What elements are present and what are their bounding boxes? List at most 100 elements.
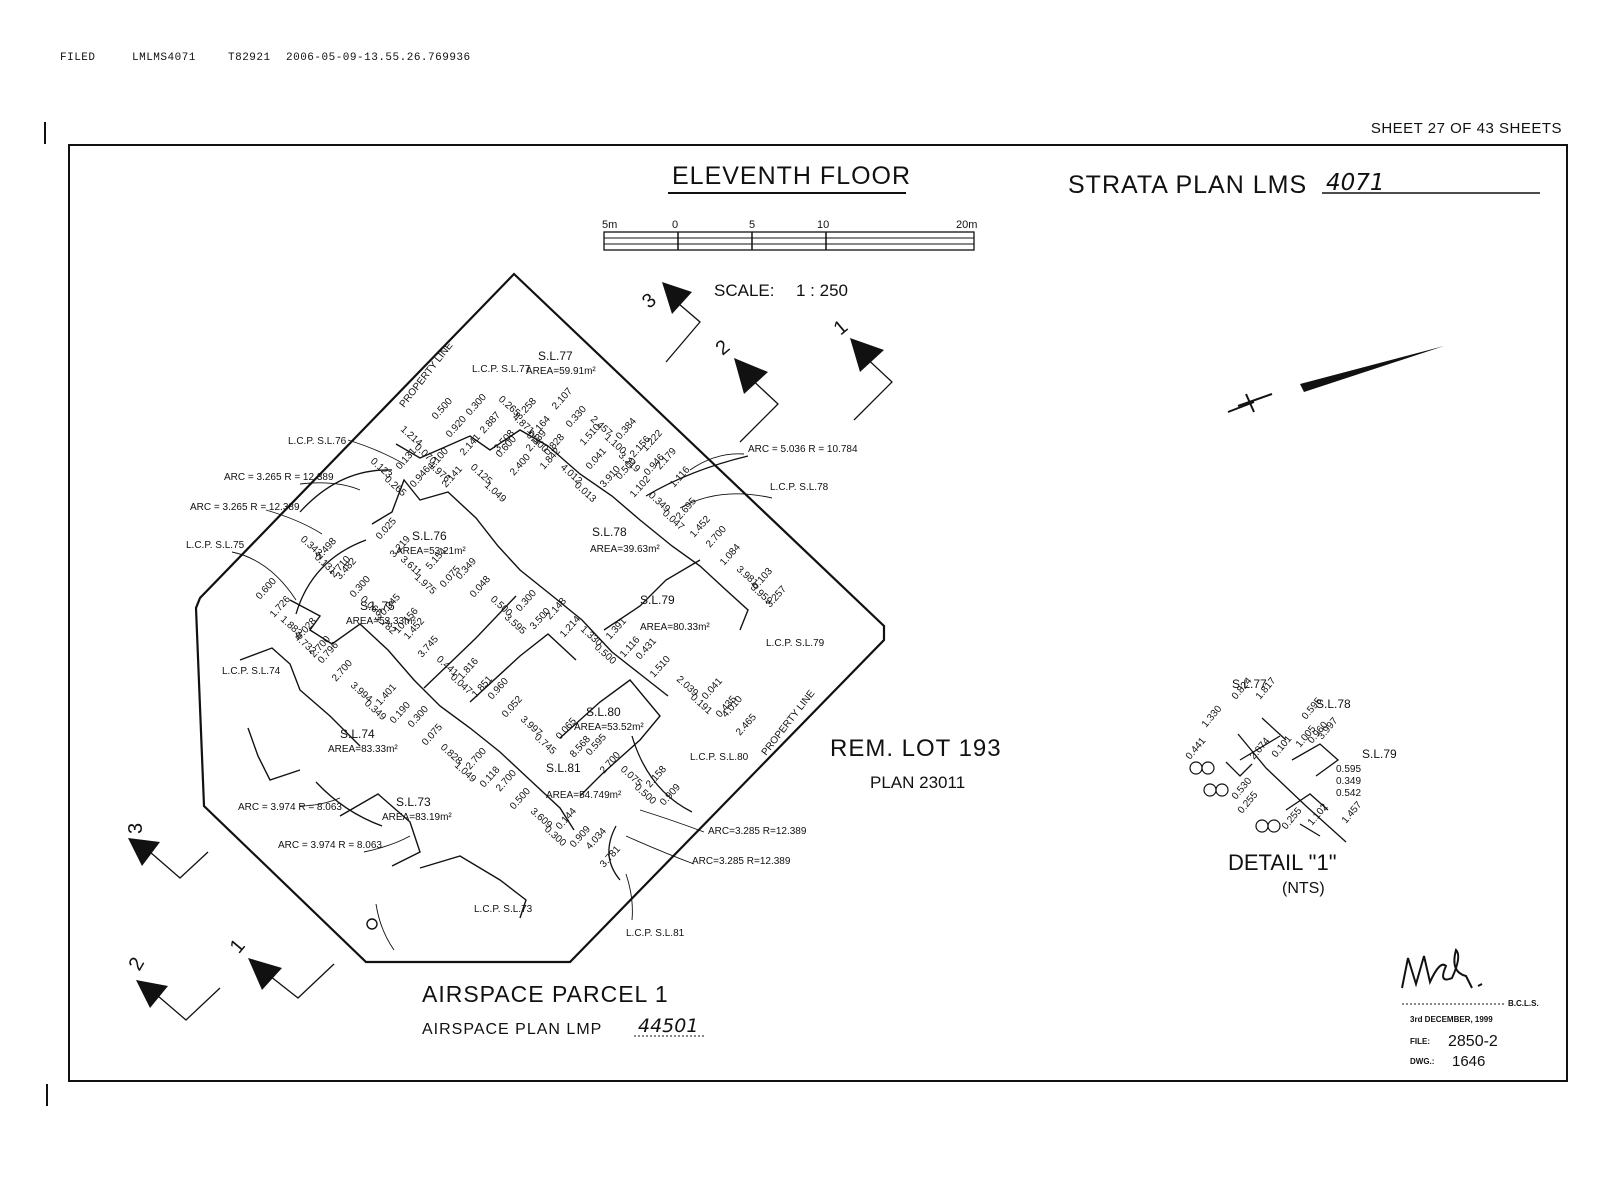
dimension-label: 1.391	[604, 616, 629, 642]
sheet-label: SHEET	[1370, 120, 1424, 137]
dimension-label: 0.300	[464, 392, 489, 418]
dimension-label: 2.400	[508, 452, 533, 478]
dimension-label: 0.300	[514, 588, 539, 614]
section-marker-1-top	[850, 338, 893, 421]
dimension-label: 0.384	[614, 416, 639, 442]
dimension-label: 0.041	[700, 676, 725, 702]
lcp-label-sl77: L.C.P. S.L.77	[472, 364, 531, 375]
lcp-label-sl73: L.C.P. S.L.73	[474, 904, 533, 915]
airspace-parcel-title: AIRSPACE PARCEL 1	[422, 981, 669, 1007]
arc-note-5: ARC = 3.974 R = 8.063	[278, 840, 382, 851]
section-marker-3-bottom	[128, 838, 209, 879]
dimension-label: 2.107	[550, 386, 575, 412]
lot-name-sl81: S.L.81	[546, 761, 581, 775]
dimension-label: 1.116	[668, 464, 693, 490]
scale-tick-5: 5	[749, 219, 755, 231]
strata-plan-number: 4071	[1326, 170, 1385, 196]
lot-area-sl74: AREA=83.33m²	[328, 744, 398, 755]
lot-name-sl77: S.L.77	[538, 349, 573, 363]
detail-note: (NTS)	[1282, 880, 1325, 897]
document-number: T82921	[228, 52, 271, 64]
scale-label: SCALE:	[714, 281, 774, 300]
dimension-label: 2.887	[478, 410, 503, 436]
section-label-2-top: 2	[712, 336, 735, 360]
dimension-label: 2.700	[704, 524, 729, 550]
scale-tick-5m: 5m	[602, 219, 617, 231]
dimension-label: 0.500	[592, 642, 618, 667]
detail-dimension-label: 2.074	[1248, 735, 1273, 762]
airspace-reference-circle	[366, 918, 378, 930]
signature-date: 3rd DECEMBER, 1999	[1410, 1015, 1493, 1024]
margin-mark-bottom	[46, 1084, 48, 1106]
lcp-label-sl78: L.C.P. S.L.78	[770, 482, 829, 493]
detail-lot-sl78: S.L.78	[1316, 697, 1351, 711]
file-label: FILE:	[1410, 1037, 1430, 1046]
floor-title: ELEVENTH FLOOR	[672, 162, 911, 190]
airspace-plan-number: 44501	[638, 1015, 698, 1037]
lot-area-sl80: AREA=53.52m²	[574, 722, 644, 733]
remainder-lot: REM. LOT 193	[830, 735, 1002, 762]
lcp-label-sl79: L.C.P. S.L.79	[766, 638, 825, 649]
dimension-label: 0.500	[508, 786, 533, 812]
interior-walls	[239, 429, 749, 919]
filed-timestamp: 2006-05-09-13.55.26.769936	[286, 52, 471, 64]
dimension-label: 0.330	[564, 404, 589, 430]
lot-name-sl73: S.L.73	[396, 795, 431, 809]
strata-plan-title: STRATA PLAN LMS	[1068, 171, 1307, 199]
dimension-label: 2.465	[734, 712, 759, 738]
property-line-label-se: PROPERTY LINE	[760, 688, 818, 758]
dwg-value: 1646	[1452, 1053, 1485, 1070]
dwg-label: DWG.:	[1410, 1057, 1434, 1066]
dimension-label: 2.700	[330, 658, 355, 684]
detail-reference-circles	[1189, 761, 1281, 833]
arc-note-2: ARC = 3.265 R = 12.389	[190, 502, 300, 513]
dimension-label: 0.144	[554, 806, 579, 832]
lot-area-sl78: AREA=39.63m²	[590, 544, 660, 555]
arc-note-7: ARC=3.285 R=12.389	[692, 856, 791, 867]
arc-note-1: ARC = 3.265 R = 12.389	[224, 472, 334, 483]
dimension-label: 0.075	[420, 722, 445, 748]
section-label-3-bottom: 3	[125, 823, 147, 834]
plan-reference: LMLMS4071	[132, 52, 196, 64]
lot-name-sl74: S.L.74	[340, 727, 375, 741]
dimension-label: 1.049	[482, 480, 508, 505]
lot-area-sl79: AREA=80.33m²	[640, 622, 710, 633]
lot-area-sl73: AREA=83.19m²	[382, 812, 452, 823]
dimension-label: 0.500	[430, 396, 455, 422]
scale-value: 1 : 250	[796, 281, 848, 300]
lcp-label-sl80: L.C.P. S.L.80	[690, 752, 749, 763]
detail-dimension-label: 1.457	[1340, 799, 1365, 826]
dimension-label: 2.158	[644, 764, 669, 790]
dimension-label: 3.745	[416, 634, 441, 660]
dimension-label: 0.300	[348, 574, 373, 600]
dimension-label: 0.052	[500, 694, 525, 720]
detail-dimension-label: 0.255	[1280, 805, 1305, 832]
airspace-plan-label: AIRSPACE PLAN LMP	[422, 1021, 602, 1038]
detail-1-drawing	[1225, 717, 1347, 843]
dimension-label: 0.041	[584, 446, 609, 472]
lot-area-sl75: AREA=53.33m²	[346, 616, 416, 627]
lot-name-sl80: S.L.80	[586, 705, 621, 719]
lot-name-sl76: S.L.76	[412, 529, 447, 543]
lcp-label-sl74: L.C.P. S.L.74	[222, 666, 281, 677]
arc-note-4: ARC = 3.974 R = 8.063	[238, 802, 342, 813]
detail-dimension-label: 1.330	[1200, 703, 1225, 730]
detail-title: DETAIL "1"	[1228, 850, 1337, 875]
north-arrow-icon	[1227, 346, 1444, 413]
detail-dimension-label: 0.542	[1336, 788, 1361, 799]
section-marker-2-bottom	[136, 980, 221, 1021]
dimension-label: 1.510	[648, 654, 673, 680]
dimension-label: 0.920	[444, 414, 469, 440]
signature-suffix: B.C.L.S.	[1508, 999, 1539, 1008]
sheet-of-label: OF	[1450, 120, 1472, 137]
file-value: 2850-2	[1448, 1033, 1498, 1050]
arc-walls	[295, 455, 749, 881]
lcp-label-sl76: L.C.P. S.L.76	[288, 436, 347, 447]
remainder-plan: PLAN 23011	[870, 773, 965, 792]
scale-tick-20m: 20m	[956, 219, 977, 231]
dimension-label: 1.726	[268, 594, 293, 620]
lcp-label-sl75: L.C.P. S.L.75	[186, 540, 245, 551]
dimension-label: 1.084	[718, 542, 743, 568]
scale-tick-0: 0	[672, 219, 678, 231]
